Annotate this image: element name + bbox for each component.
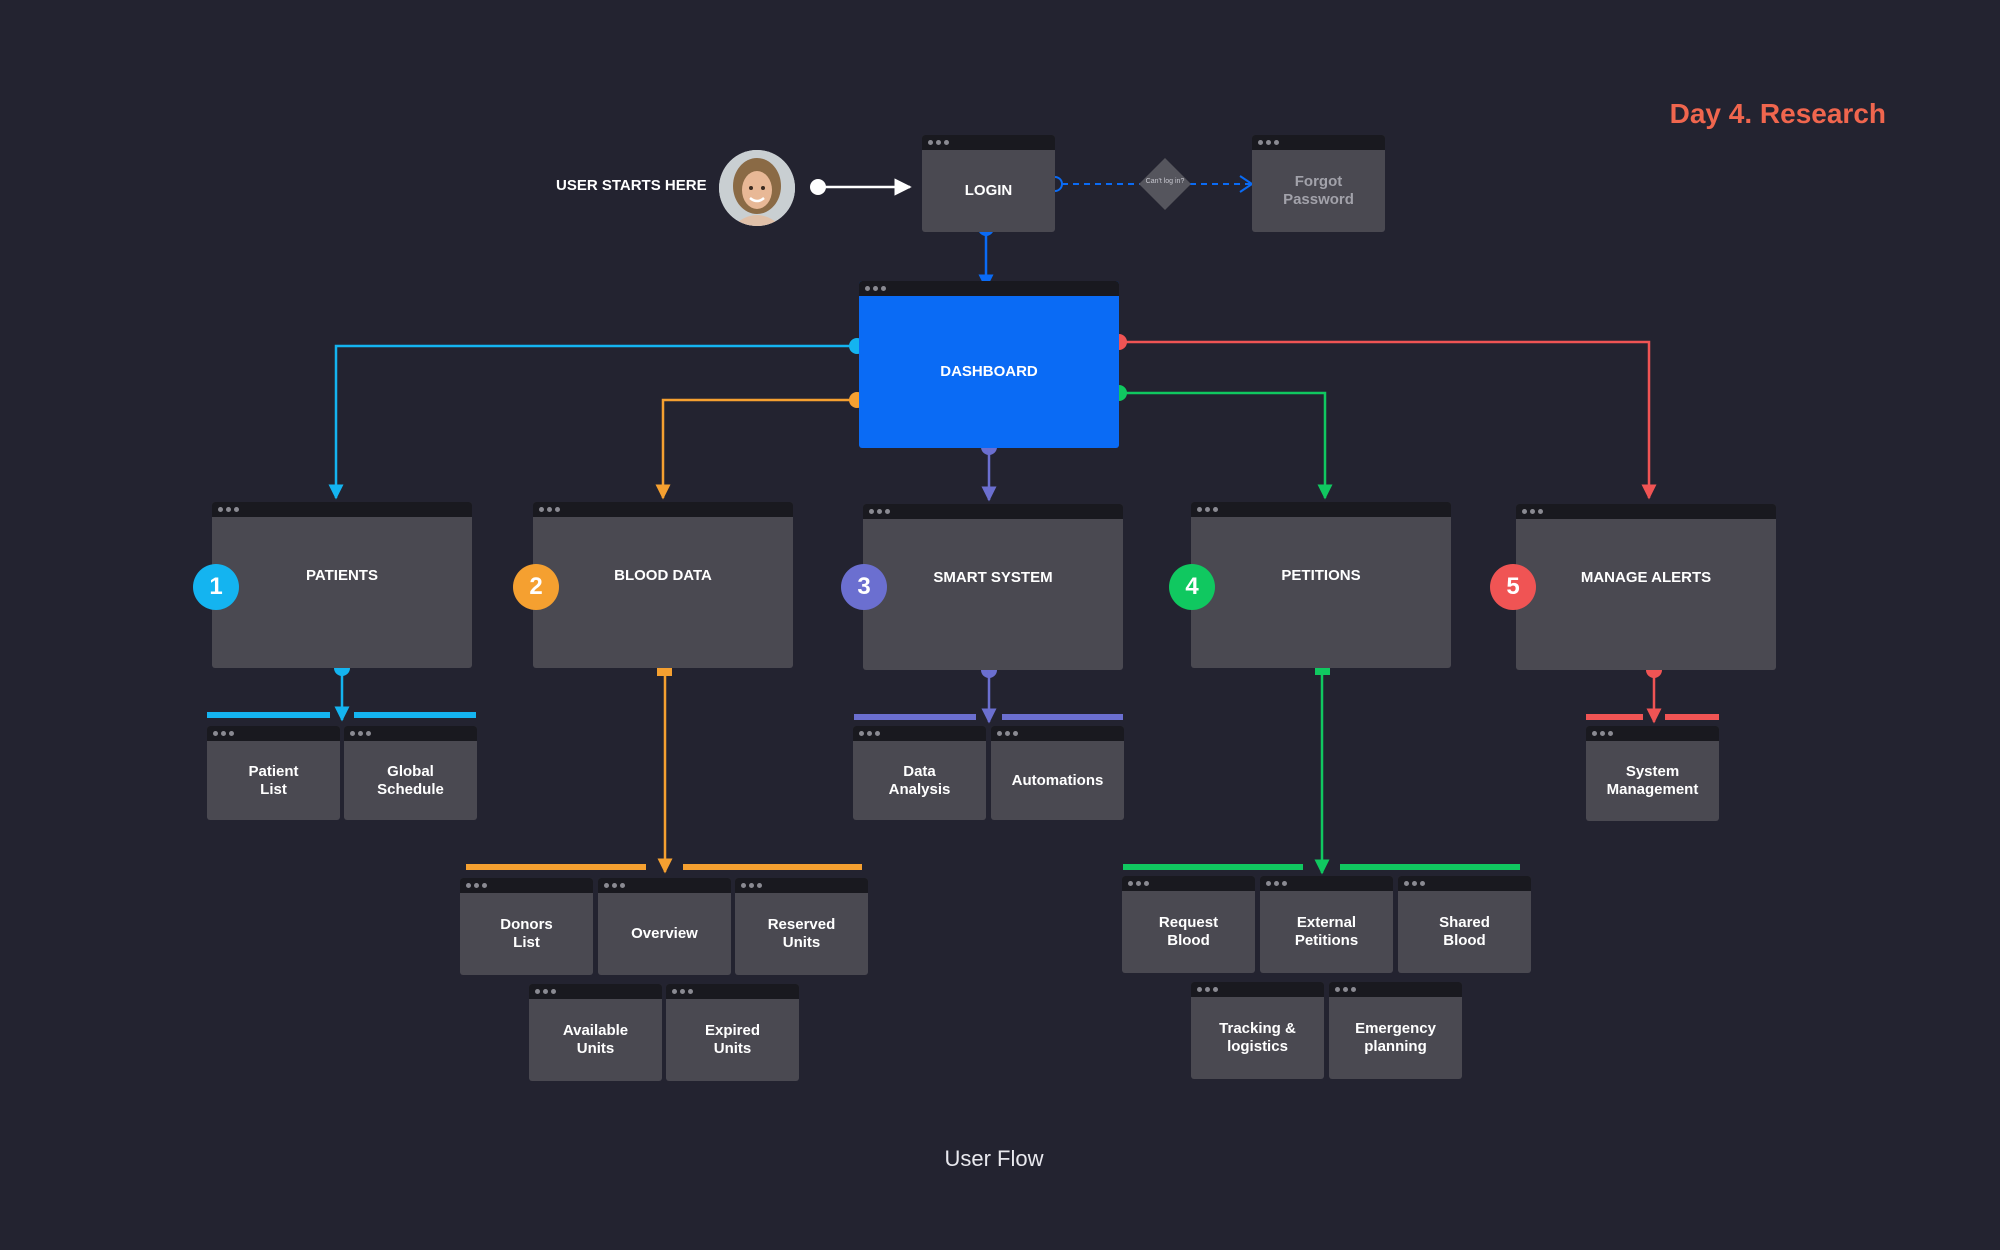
- manage-alerts-screen[interactable]: MANAGE ALERTS: [1516, 504, 1776, 670]
- forgot-password-label: Forgot Password: [1283, 173, 1354, 208]
- overview-label: Overview: [631, 925, 698, 942]
- available-units-label: Available Units: [562, 1022, 629, 1057]
- request-blood-label: Request Blood: [1158, 914, 1219, 949]
- petitions-screen[interactable]: PETITIONS: [1191, 502, 1451, 668]
- decision-label: Can't log in?: [1146, 178, 1185, 185]
- petitions-connector: [1111, 385, 1333, 500]
- system-management-screen[interactable]: System Management: [1586, 726, 1719, 821]
- window-titlebar: [1398, 876, 1531, 891]
- window-titlebar: [212, 502, 472, 517]
- window-titlebar: [207, 726, 340, 741]
- reserved-units-screen[interactable]: Reserved Units: [735, 878, 868, 975]
- blood-data-screen[interactable]: BLOOD DATA: [533, 502, 793, 668]
- window-titlebar: [863, 504, 1123, 519]
- login-label: LOGIN: [964, 182, 1013, 199]
- window-titlebar: [1516, 504, 1776, 519]
- shared-blood-screen[interactable]: Shared Blood: [1398, 876, 1531, 973]
- dashboard-screen[interactable]: DASHBOARD: [859, 281, 1119, 448]
- automations-screen[interactable]: Automations: [991, 726, 1124, 820]
- window-titlebar: [853, 726, 986, 741]
- window-titlebar: [1191, 982, 1324, 997]
- donors-list-screen[interactable]: Donors List: [460, 878, 593, 975]
- global-schedule-label: Global Schedule: [377, 762, 444, 798]
- window-titlebar: [1191, 502, 1451, 517]
- manage-alerts-connector: [1111, 334, 1657, 500]
- tracking-logistics-label: Tracking & logistics: [1219, 1020, 1296, 1055]
- window-titlebar: [598, 878, 731, 893]
- window-titlebar: [533, 502, 793, 517]
- window-titlebar: [529, 984, 662, 999]
- patients-children-connector: [207, 660, 476, 722]
- request-blood-screen[interactable]: Request Blood: [1122, 876, 1255, 973]
- window-titlebar: [991, 726, 1124, 741]
- manage-alerts-children-connector: [1586, 662, 1719, 724]
- smart-system-screen[interactable]: SMART SYSTEM: [863, 504, 1123, 670]
- system-management-label: System Management: [1606, 763, 1699, 798]
- decision-diamond: Can't log in?: [1139, 158, 1191, 210]
- smart-system-connector: [981, 439, 997, 502]
- window-titlebar: [344, 726, 477, 741]
- section-number-badge: 5: [1490, 564, 1536, 610]
- global-schedule-screen[interactable]: Global Schedule: [344, 726, 477, 820]
- overview-screen[interactable]: Overview: [598, 878, 731, 975]
- diagram-caption: User Flow: [944, 1146, 1044, 1171]
- expired-units-label: Expired Units: [704, 1022, 761, 1057]
- blood-data-children-connector: [466, 661, 862, 874]
- expired-units-screen[interactable]: Expired Units: [666, 984, 799, 1081]
- window-titlebar: [460, 878, 593, 893]
- dashboard-label: DASHBOARD: [940, 363, 1038, 380]
- shared-blood-label: Shared Blood: [1439, 914, 1490, 949]
- automations-label: Automations: [1011, 771, 1104, 789]
- smart-system-label: SMART SYSTEM: [933, 568, 1053, 586]
- section-number-badge: 4: [1169, 564, 1215, 610]
- donors-list-label: Donors List: [500, 916, 553, 951]
- window-titlebar: [1586, 726, 1719, 741]
- petitions-label: PETITIONS: [1281, 566, 1361, 584]
- login-screen[interactable]: LOGIN: [922, 135, 1055, 232]
- patients-label: PATIENTS: [306, 566, 378, 584]
- window-titlebar: [1329, 982, 1462, 997]
- patients-connector: [328, 338, 865, 500]
- available-units-screen[interactable]: Available Units: [529, 984, 662, 1081]
- window-titlebar: [922, 135, 1055, 150]
- petitions-children-connector: [1123, 660, 1520, 875]
- window-titlebar: [666, 984, 799, 999]
- section-number-badge: 3: [841, 564, 887, 610]
- data-analysis-screen[interactable]: Data Analysis: [853, 726, 986, 820]
- page-title: Day 4. Research: [1669, 98, 1886, 129]
- forgot-password-screen[interactable]: Forgot Password: [1252, 135, 1385, 232]
- patient-list-label: Patient List: [248, 762, 299, 798]
- external-petitions-screen[interactable]: External Petitions: [1260, 876, 1393, 973]
- start-arrow: [810, 178, 912, 196]
- manage-alerts-label: MANAGE ALERTS: [1580, 568, 1712, 586]
- window-titlebar: [859, 281, 1119, 296]
- window-titlebar: [735, 878, 868, 893]
- blood-data-connector: [655, 392, 865, 500]
- patients-screen[interactable]: PATIENTS: [212, 502, 472, 668]
- window-titlebar: [1252, 135, 1385, 150]
- section-number-badge: 1: [193, 564, 239, 610]
- data-analysis-label: Data Analysis: [888, 762, 951, 798]
- user-avatar-icon: [719, 150, 795, 226]
- smart-system-children-connector: [854, 662, 1123, 724]
- emergency-planning-label: Emergency planning: [1355, 1020, 1436, 1055]
- external-petitions-label: External Petitions: [1294, 914, 1359, 949]
- emergency-planning-screen[interactable]: Emergency planning: [1329, 982, 1462, 1079]
- section-number-badge: 2: [513, 564, 559, 610]
- window-titlebar: [1122, 876, 1255, 891]
- reserved-units-label: Reserved Units: [767, 916, 836, 951]
- tracking-logistics-screen[interactable]: Tracking & logistics: [1191, 982, 1324, 1079]
- start-label: USER STARTS HERE: [556, 177, 707, 194]
- blood-data-label: BLOOD DATA: [614, 566, 712, 584]
- patient-list-screen[interactable]: Patient List: [207, 726, 340, 820]
- window-titlebar: [1260, 876, 1393, 891]
